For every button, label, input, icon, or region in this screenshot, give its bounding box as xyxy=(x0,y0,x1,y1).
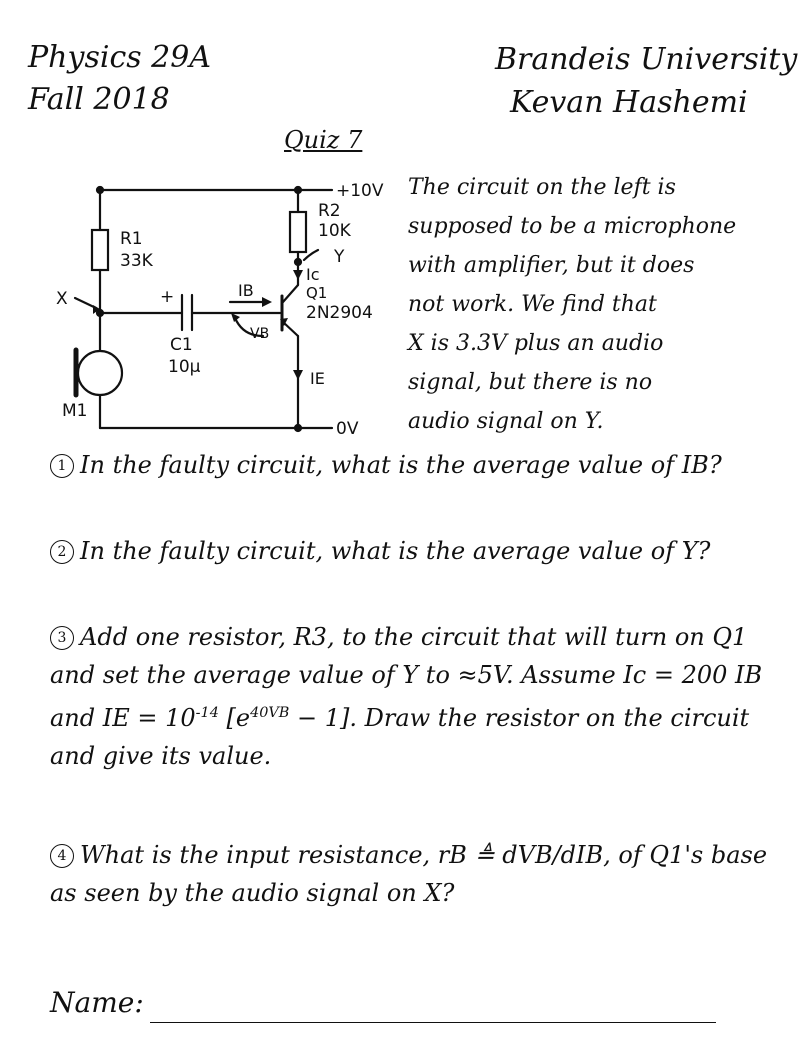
question-text: What is the input resistance, rB ≜ dVB/d… xyxy=(50,841,768,907)
question-text: Add one resistor, R3, to the circuit tha… xyxy=(50,623,763,732)
r1-name: R1 xyxy=(120,229,143,249)
node-x-label: X xyxy=(56,289,68,309)
vb-label: VB xyxy=(250,326,269,342)
question-number: 1 xyxy=(50,454,74,478)
r2-resistor xyxy=(288,210,308,254)
ic-label: Ic xyxy=(306,265,320,284)
question-text: In the faulty circuit, what is the avera… xyxy=(80,451,722,479)
q1-part: 2N2904 xyxy=(306,303,373,323)
question-number: 2 xyxy=(50,540,74,564)
exponent: -14 xyxy=(195,705,219,721)
ie-label: IE xyxy=(310,369,325,388)
question-text: [e xyxy=(218,704,251,732)
supply-label: +10V xyxy=(336,181,384,201)
node-y-label: Y xyxy=(333,247,345,267)
question-text: In the faulty circuit, what is the avera… xyxy=(80,537,711,565)
r1-value: 33K xyxy=(120,251,154,271)
c1-value: 10µ xyxy=(168,357,201,377)
instructor: Kevan Hashemi xyxy=(510,85,748,120)
r2-name: R2 xyxy=(318,201,341,221)
question-number: 3 xyxy=(50,626,74,650)
ib-label: IB xyxy=(238,281,254,300)
name-line[interactable] xyxy=(150,1022,716,1023)
description-line: not work. We find that xyxy=(408,292,657,317)
course-title: Physics 29A xyxy=(28,40,212,75)
question-number: 4 xyxy=(50,844,74,868)
mic-name: M1 xyxy=(62,401,87,421)
cap-plus: + xyxy=(160,287,174,307)
description-line: The circuit on the left is xyxy=(408,175,676,200)
quiz-title: Quiz 7 xyxy=(284,126,363,154)
description-line: X is 3.3V plus an audio xyxy=(408,331,664,356)
name-label: Name: xyxy=(50,986,144,1019)
question-text: − 1]. Draw the resistor on the circuit a… xyxy=(50,704,750,770)
description-line: signal, but there is no xyxy=(408,370,653,395)
q1-name: Q1 xyxy=(306,284,327,302)
circuit-description: The circuit on the left is supposed to b… xyxy=(408,168,788,441)
c1-name: C1 xyxy=(170,335,193,355)
exponent: 40VB xyxy=(250,705,290,721)
ground-label: 0V xyxy=(336,419,359,439)
r1-resistor xyxy=(90,228,110,272)
r2-value: 10K xyxy=(318,221,352,241)
term: Fall 2018 xyxy=(28,82,170,117)
description-line: supposed to be a microphone xyxy=(408,214,737,239)
university: Brandeis University xyxy=(495,42,798,77)
description-line: with amplifier, but it does xyxy=(408,253,695,278)
microphone-m1 xyxy=(76,349,124,397)
description-line: audio signal on Y. xyxy=(408,409,604,434)
